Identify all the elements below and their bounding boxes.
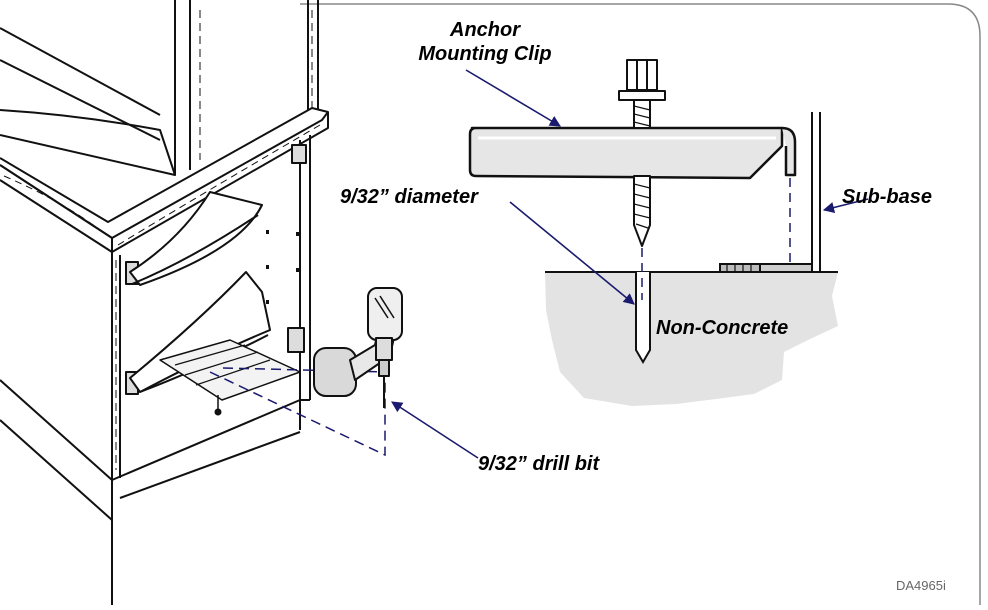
leader-drill-bit [391, 401, 479, 459]
leader-diameter [509, 201, 635, 305]
label-anchor-mounting-clip: Anchor Mounting Clip [380, 18, 590, 66]
anchor-mounting-clip [468, 126, 797, 180]
cabinet-illustration [0, 0, 329, 605]
label-anchor-line1: Anchor [450, 19, 520, 41]
cordless-drill [313, 287, 403, 408]
label-sub-base: Sub-base [842, 186, 933, 208]
label-drill-bit: 9/32” drill bit [478, 453, 600, 475]
label-diameter: 9/32” diameter [340, 186, 478, 208]
panel-border [300, 3, 981, 605]
leader-anchor-clip [465, 69, 561, 127]
anchor-alignment-lines [641, 178, 791, 300]
anchor-screw [618, 59, 666, 247]
sub-base [719, 112, 821, 273]
label-anchor-line2: Mounting Clip [418, 43, 552, 65]
drilled-hole [635, 272, 651, 364]
callout-leaders [391, 69, 869, 459]
non-concrete-substrate [545, 272, 838, 406]
figure-reference: DA4965i [896, 578, 946, 593]
label-non-concrete: Non-Concrete [656, 317, 789, 339]
leader-sub-base [822, 198, 869, 213]
